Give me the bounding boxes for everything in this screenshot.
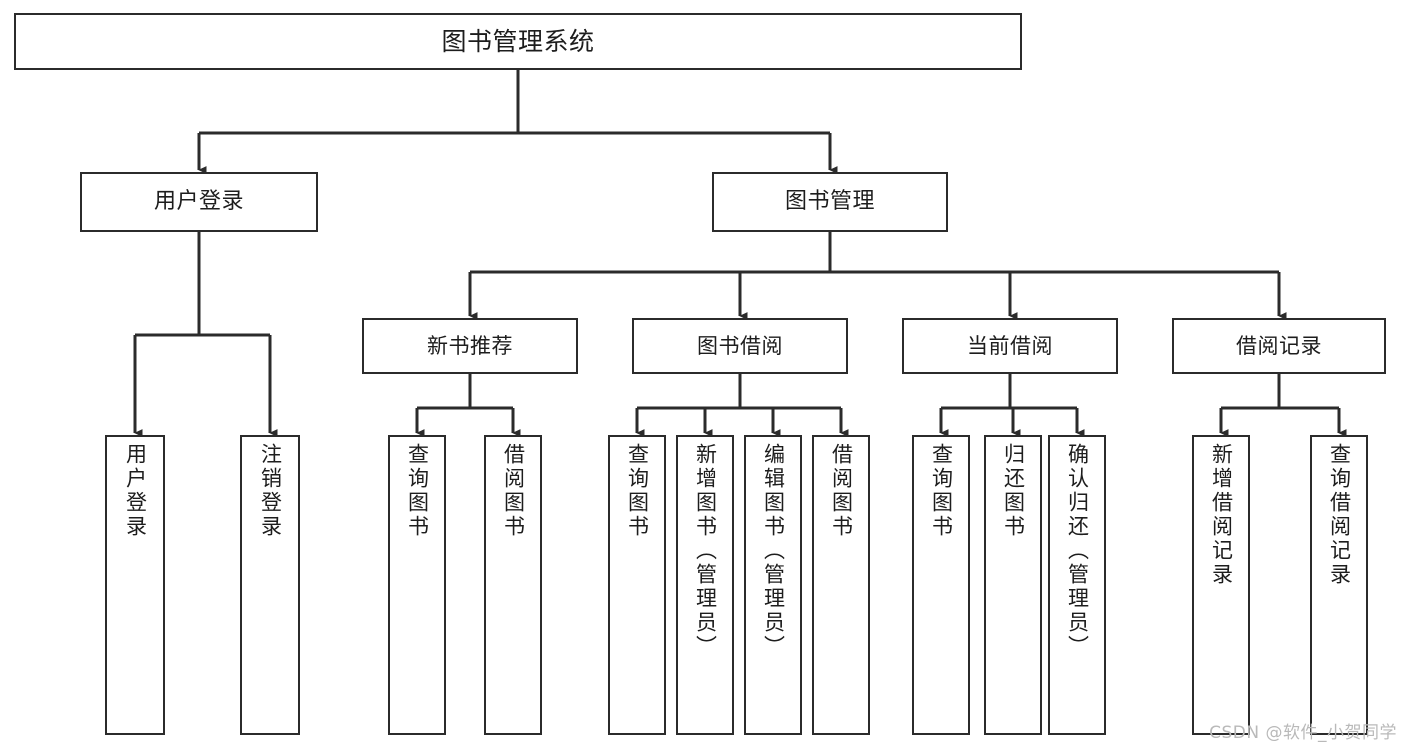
node-label-current-borrow: 当前借阅 (967, 333, 1053, 358)
node-book-borrow[interactable]: 图书借阅 (632, 318, 848, 374)
node-leaf-user-login[interactable]: 用户登录 (105, 435, 165, 735)
node-label-leaf-confirm-return: 确认归还（管理员） (1065, 443, 1090, 659)
node-label-book-borrow: 图书借阅 (697, 333, 783, 358)
node-label-user-login: 用户登录 (153, 189, 244, 215)
node-root[interactable]: 图书管理系统 (14, 13, 1022, 70)
node-label-leaf-query-book-3: 查询图书 (929, 443, 954, 539)
node-label-leaf-add-book: 新增图书（管理员） (693, 443, 718, 659)
node-leaf-query-book-2[interactable]: 查询图书 (608, 435, 666, 735)
node-label-root: 图书管理系统 (441, 26, 595, 56)
node-label-leaf-add-record: 新增借阅记录 (1209, 443, 1234, 587)
node-label-leaf-return-book: 归还图书 (1001, 443, 1026, 539)
node-label-new-book-recommend: 新书推荐 (427, 333, 513, 358)
node-leaf-add-record[interactable]: 新增借阅记录 (1192, 435, 1250, 735)
node-label-leaf-logout: 注销登录 (258, 443, 283, 539)
node-current-borrow[interactable]: 当前借阅 (902, 318, 1118, 374)
node-new-book-recommend[interactable]: 新书推荐 (362, 318, 578, 374)
node-label-leaf-user-login: 用户登录 (123, 443, 148, 539)
node-label-borrow-record: 借阅记录 (1236, 333, 1322, 358)
node-book-manage[interactable]: 图书管理 (712, 172, 948, 232)
node-leaf-add-book[interactable]: 新增图书（管理员） (676, 435, 734, 735)
node-leaf-borrow-book-2[interactable]: 借阅图书 (812, 435, 870, 735)
node-leaf-logout[interactable]: 注销登录 (240, 435, 300, 735)
node-leaf-borrow-book-1[interactable]: 借阅图书 (484, 435, 542, 735)
node-leaf-return-book[interactable]: 归还图书 (984, 435, 1042, 735)
node-leaf-edit-book[interactable]: 编辑图书（管理员） (744, 435, 802, 735)
node-label-leaf-borrow-book-2: 借阅图书 (829, 443, 854, 539)
node-label-leaf-query-book-1: 查询图书 (405, 443, 430, 539)
node-leaf-confirm-return[interactable]: 确认归还（管理员） (1048, 435, 1106, 735)
node-user-login[interactable]: 用户登录 (80, 172, 318, 232)
node-label-book-manage: 图书管理 (784, 189, 875, 215)
node-label-leaf-query-record: 查询借阅记录 (1327, 443, 1352, 587)
watermark-text: CSDN @软件_小贺同学 (1209, 723, 1397, 743)
node-label-leaf-edit-book: 编辑图书（管理员） (761, 443, 786, 659)
node-leaf-query-book-1[interactable]: 查询图书 (388, 435, 446, 735)
node-leaf-query-book-3[interactable]: 查询图书 (912, 435, 970, 735)
node-label-leaf-borrow-book-1: 借阅图书 (501, 443, 526, 539)
node-leaf-query-record[interactable]: 查询借阅记录 (1310, 435, 1368, 735)
node-label-leaf-query-book-2: 查询图书 (625, 443, 650, 539)
node-borrow-record[interactable]: 借阅记录 (1172, 318, 1386, 374)
